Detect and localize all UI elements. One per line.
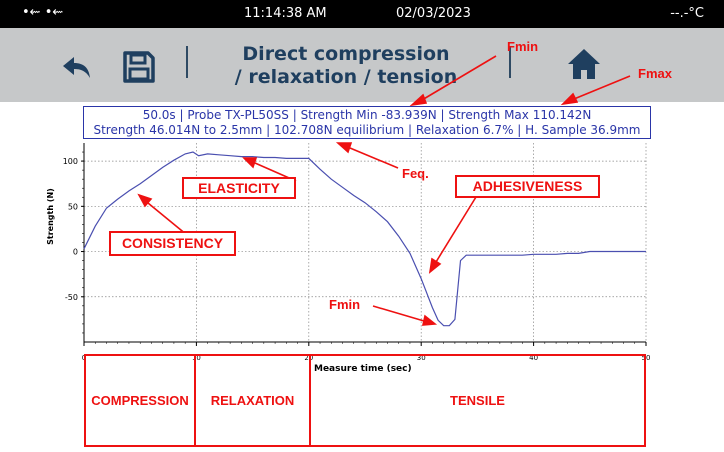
- arrow-fmin-bottom: [372, 305, 425, 322]
- x-tick-label: 20: [304, 354, 313, 362]
- floppy-disk-icon[interactable]: [122, 50, 156, 84]
- y-tick-label: 50: [68, 202, 78, 211]
- measurement-summary: 50.0s | Probe TX-PL50SS | Strength Min -…: [83, 106, 651, 139]
- annotation-fmin-top: Fmin: [507, 39, 539, 54]
- title-line-1: Direct compression: [242, 43, 450, 65]
- summary-line-1: 50.0s | Probe TX-PL50SS | Strength Min -…: [142, 108, 592, 122]
- phase-compression: COMPRESSION: [84, 354, 196, 447]
- toolbar: Direct compression / relaxation / tensio…: [0, 28, 724, 102]
- toolbar-divider: [186, 46, 188, 78]
- annotation-fmin-bottom: Fmin: [329, 297, 361, 312]
- y-tick-label: 0: [73, 248, 78, 257]
- arrowhead-fmin-bottom: [421, 314, 438, 326]
- phase-relaxation: RELAXATION: [194, 354, 311, 447]
- arrow-fmax: [573, 75, 631, 100]
- annotation-feq: Feq.: [402, 166, 429, 181]
- x-tick-label: 30: [417, 354, 426, 362]
- title-line-2: / relaxation / tension: [234, 66, 458, 88]
- arrow-feq: [349, 147, 399, 169]
- y-tick-label: -50: [65, 293, 78, 302]
- status-bar: •⇜ •⇜ 11:14:38 AM 02/03/2023 --.-°C: [0, 0, 724, 28]
- x-tick-label: 50: [642, 354, 651, 362]
- x-tick-label: 10: [192, 354, 201, 362]
- arrowhead-fmax: [560, 92, 579, 106]
- arrowhead-adhesiveness: [428, 257, 442, 274]
- phase-tensile: TENSILE: [309, 354, 646, 447]
- home-icon[interactable]: [566, 46, 602, 82]
- arrowhead-consistency: [137, 193, 153, 208]
- arrow-adhesiveness: [435, 196, 477, 263]
- arrowhead-feq: [335, 142, 353, 154]
- temperature-readout: --.-°C: [670, 6, 704, 21]
- clock-date: 02/03/2023: [396, 6, 471, 21]
- x-axis-label: Measure time (sec): [314, 364, 412, 374]
- annotation-adhesiveness: ADHESIVENESS: [455, 175, 600, 198]
- y-axis-label: Strength (N): [45, 188, 55, 245]
- toolbar-divider: [509, 46, 511, 78]
- x-tick-label: 40: [529, 354, 538, 362]
- arrow-fmin-top: [421, 55, 497, 101]
- summary-line-2: Strength 46.014N to 2.5mm | 102.708N equ…: [93, 123, 641, 137]
- arrowhead-elasticity: [242, 157, 258, 169]
- annotation-fmax: Fmax: [638, 66, 672, 81]
- arrowhead-fmin-top: [409, 93, 428, 107]
- page-title: Direct compression / relaxation / tensio…: [196, 43, 496, 89]
- annotation-arrows: [137, 55, 631, 326]
- usb-icon: •⇜ •⇜: [22, 5, 64, 20]
- annotation-elasticity: ELASTICITY: [182, 177, 296, 199]
- clock-time: 11:14:38 AM: [244, 6, 327, 21]
- arrow-consistency: [147, 202, 188, 236]
- back-arrow-icon[interactable]: [60, 50, 94, 84]
- strength-curve: [83, 151, 646, 327]
- annotation-consistency: CONSISTENCY: [109, 231, 236, 256]
- y-tick-label: 100: [63, 157, 78, 166]
